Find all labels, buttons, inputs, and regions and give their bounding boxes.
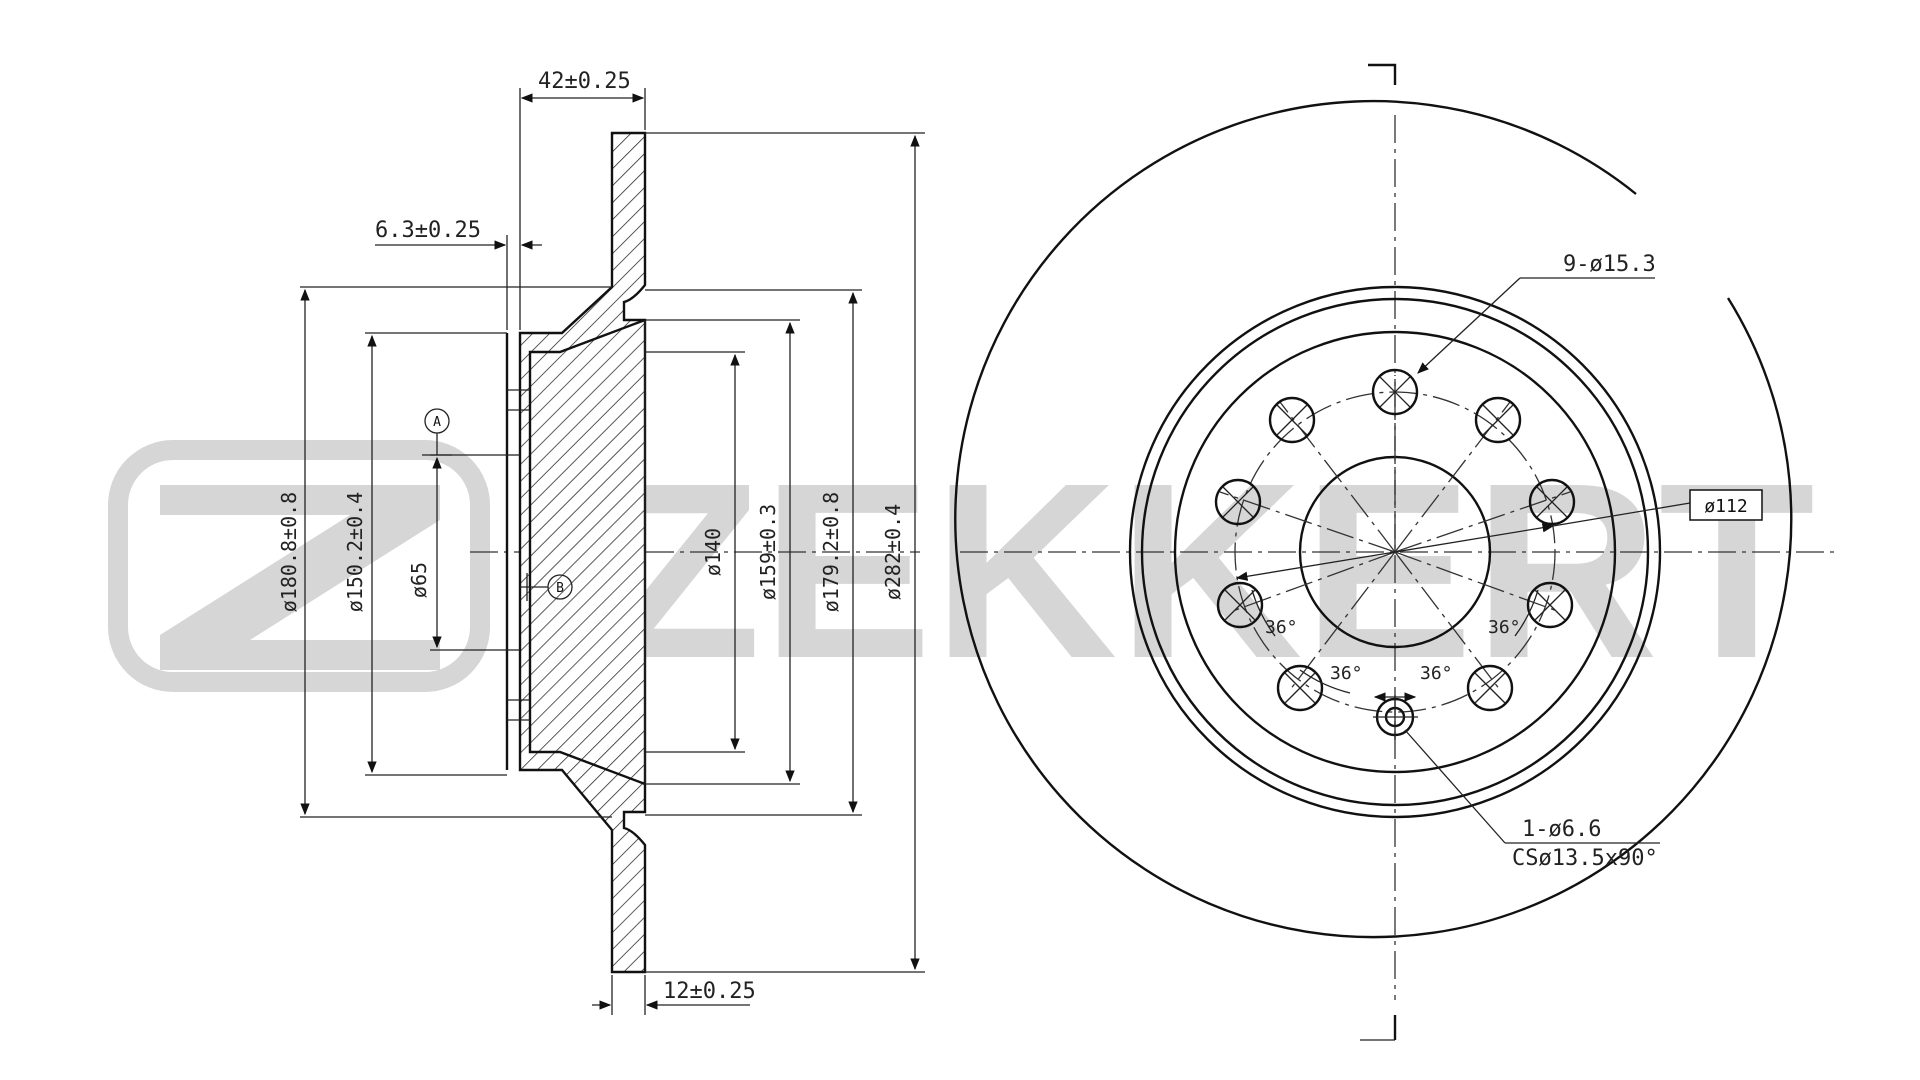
dim-d180: ø180.8±0.8 <box>277 492 301 612</box>
pcd-dim-line <box>1235 523 1555 581</box>
dim-d150: ø150.2±0.4 <box>343 492 367 612</box>
bolt-hole <box>1276 664 1324 712</box>
dim-thickness: 12±0.25 <box>663 979 756 1004</box>
small-hole-leader <box>1404 729 1506 844</box>
angle-label-right: 36° <box>1488 617 1521 638</box>
radial-line <box>1394 551 1561 613</box>
angle-arc <box>1299 669 1351 694</box>
angle-label-bottom-left: 36° <box>1330 663 1363 684</box>
dim-flange: 6.3±0.25 <box>375 218 481 243</box>
hat-outer-circle <box>1128 285 1662 819</box>
radial-line <box>1229 551 1396 613</box>
angle-arc <box>1514 589 1539 637</box>
bolt-hole <box>1216 581 1264 629</box>
dim-d159: ø159±0.3 <box>756 504 780 600</box>
dim-hat-depth: 42±0.25 <box>538 69 631 94</box>
bolt-hole <box>1268 396 1316 444</box>
watermark-frame <box>108 440 490 692</box>
radial-line <box>1394 491 1571 553</box>
hat-inner-circle <box>1173 330 1617 774</box>
radial-line <box>1219 491 1396 553</box>
section-mark-top <box>1368 63 1397 85</box>
dim-d179: ø179.2±0.8 <box>819 492 843 612</box>
small-hole-label-2: CSø13.5x90° <box>1512 846 1658 871</box>
datum-a-label: A <box>433 415 441 430</box>
bolt-hole <box>1474 396 1522 444</box>
holes-leader <box>1417 277 1521 374</box>
angle-label-bottom-right: 36° <box>1420 663 1453 684</box>
angle-label-left: 36° <box>1265 617 1298 638</box>
outer-rim <box>954 99 1793 939</box>
pcd-label-box <box>1689 489 1763 521</box>
dim-d65: ø65 <box>407 562 431 598</box>
pcd-label: ø112 <box>1704 496 1747 517</box>
hat-step-circle <box>1140 297 1650 807</box>
disc-section <box>518 131 647 974</box>
datum-b-label: B <box>556 581 564 596</box>
dim-d140: ø140 <box>701 528 725 576</box>
dim-d282: ø282±0.4 <box>881 504 905 600</box>
bolt-hole <box>1466 664 1514 712</box>
bolt-hole <box>1371 368 1419 416</box>
angle-arc <box>1251 589 1276 637</box>
bolt-hole <box>1526 581 1574 629</box>
pcd-leader <box>1552 502 1691 527</box>
holes-label: 9-ø15.3 <box>1563 252 1656 277</box>
small-hole-label-1: 1-ø6.6 <box>1522 817 1601 842</box>
hat-inner <box>528 318 646 786</box>
front-view: ø112 9-ø15.3 36° 36° 36° 36° 1-ø6.6 CSø1… <box>954 63 1840 1041</box>
side-view: 42±0.25 6.3±0.25 12±0.25 ø180.8±0.8 ø150… <box>277 69 925 1015</box>
